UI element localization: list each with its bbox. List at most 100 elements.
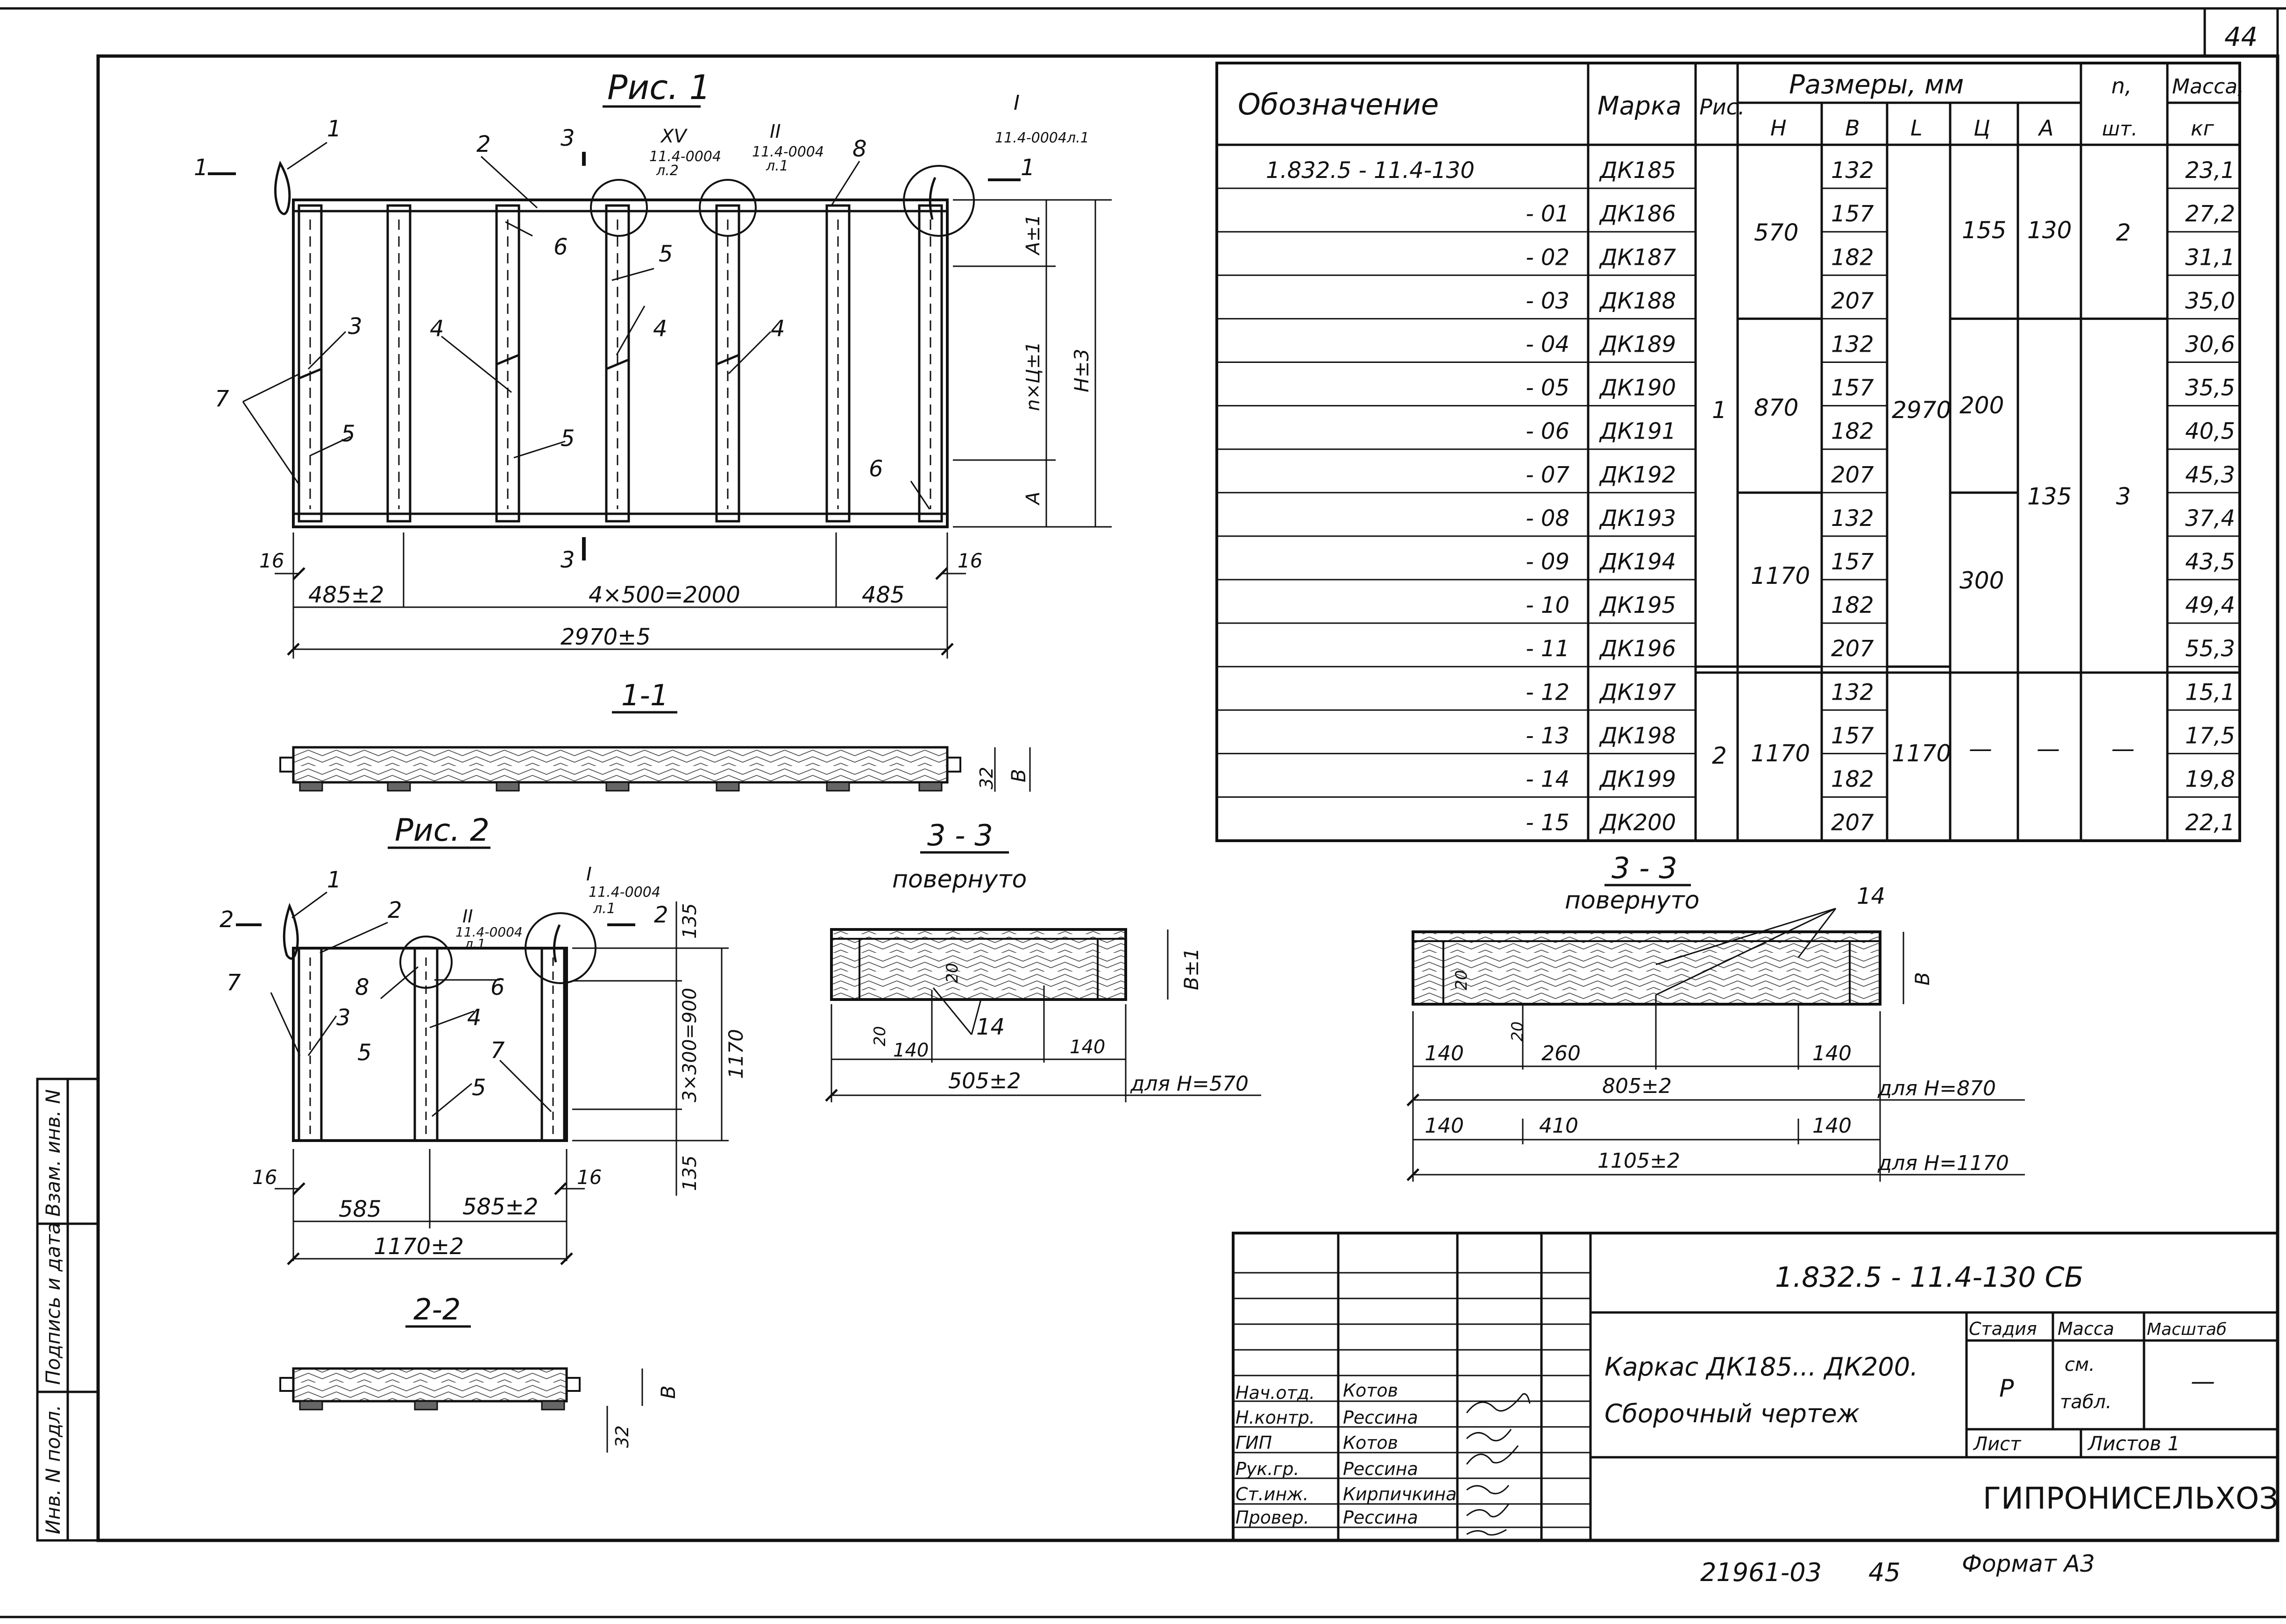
merged-h870: 870 (1754, 394, 1798, 421)
stamp-replace-inv: Взам. инв. N (42, 1089, 64, 1217)
format-label: Формат А3 (1962, 1550, 2095, 1577)
th-h: H (1770, 115, 1787, 141)
fig1-callout-xv-sheet: л.2 (656, 163, 679, 179)
row-mark: ДК188 (1599, 288, 1676, 314)
row-mark: ДК193 (1599, 505, 1676, 532)
row-b: 157 (1831, 723, 1874, 749)
bottom-page: 45 (1868, 1558, 1901, 1587)
s33b-total2: 1105±2 (1597, 1149, 1680, 1173)
section-1-1-title: 1-1 (621, 678, 668, 712)
fig2-part-3: 3 (336, 1005, 351, 1031)
row-designation: - 15 (1526, 810, 1569, 836)
th-sizes: Размеры, мм (1789, 70, 1964, 100)
fig2-part-5a: 5 (357, 1040, 372, 1066)
fig2-part-8: 8 (355, 974, 369, 1000)
row-mass: 27,2 (2185, 201, 2235, 227)
s33b-r2a: 140 (1425, 1114, 1464, 1138)
fig1-sec-right: 1 (1021, 155, 1035, 181)
row-b: 182 (1831, 766, 1874, 793)
page-number: 44 (2224, 22, 2258, 52)
th-mark: Марка (1597, 91, 1682, 121)
section-1-1-dim-thick: 32 (976, 767, 997, 789)
fig2-dim-right: 585±2 (462, 1194, 538, 1220)
fig2-dim-total: 1170±2 (374, 1234, 464, 1260)
fig1-labels: 1 1 3 3 XV 11.4-0004 л.2 II 11.4-0004 л.… (194, 91, 1093, 650)
fig2-sec-left: 2 (220, 907, 234, 933)
row-mass: 35,0 (2185, 288, 2235, 314)
merged-c155: 155 (1962, 217, 2006, 244)
row-mark: ДК198 (1599, 723, 1676, 749)
fig1-dim-left-bay: 485±2 (308, 582, 384, 608)
part-label-6a: 6 (554, 234, 568, 260)
row-designation: - 06 (1526, 418, 1569, 445)
merged-h1170a: 1170 (1751, 562, 1810, 589)
th-mass2: кг (2191, 117, 2215, 141)
part-label-1: 1 (327, 116, 341, 142)
fig2-part-6: 6 (490, 974, 505, 1000)
fig1-dim-total: 2970±5 (561, 624, 651, 650)
th-b: B (1845, 115, 1860, 141)
row-mass: 22,1 (2185, 810, 2235, 836)
fig2-part-1: 1 (327, 867, 341, 893)
th-a: А (2038, 115, 2053, 141)
row-b: 207 (1831, 288, 1874, 314)
stage-label: Стадия (1969, 1319, 2037, 1339)
fig2-title: Рис. 2 (395, 812, 490, 848)
row-mass: 55,3 (2185, 636, 2235, 662)
fig2-callout-i-sheet: л.1 (593, 901, 616, 917)
fig2-sec-right: 2 (654, 902, 668, 928)
spec-table-header: Обозначение Марка Рис. Размеры, мм H B L… (1238, 70, 2244, 141)
fig1-drawing: Рис. 1 (208, 68, 1112, 659)
part-label-3: 3 (348, 313, 362, 340)
row-designation: - 05 (1526, 375, 1569, 401)
row-mass: 37,4 (2185, 505, 2235, 532)
s33b-r1c: 140 (1812, 1042, 1852, 1065)
s33b-d20b: 20 (1508, 1021, 1527, 1042)
s33a-d140a: 140 (893, 1040, 929, 1061)
role-3: Рук.гр. (1235, 1459, 1299, 1479)
role-0: Нач.отд. (1235, 1383, 1315, 1403)
section-3-3a-subtitle: повернуто (892, 865, 1027, 894)
fig1-callout-xv-num: XV (660, 126, 688, 147)
part-label-8: 8 (852, 136, 867, 162)
role-4: Ст.инж. (1235, 1484, 1309, 1504)
scale-value: — (2191, 1368, 2215, 1396)
merged-a135: 135 (2027, 483, 2072, 510)
row-b: 132 (1831, 157, 1874, 184)
th-n2: шт. (2102, 117, 2137, 140)
row-b: 132 (1831, 332, 1874, 358)
row-mark: ДК199 (1599, 766, 1676, 793)
part-label-5c: 5 (561, 426, 575, 452)
s33b-note2: для H=1170 (1877, 1151, 2009, 1175)
fig2-drawing: Рис. 2 (236, 812, 729, 1265)
s33a-note: для H=570 (1130, 1072, 1249, 1096)
row-designation: - 14 (1526, 766, 1569, 793)
section-1-1-dim-b: B (1007, 769, 1030, 782)
row-mass: 43,5 (2185, 549, 2235, 575)
fig2-dim-edge-l: 16 (252, 1166, 277, 1189)
s33a-total: 505±2 (948, 1068, 1021, 1093)
fig2-dim-edge-r: 16 (577, 1166, 602, 1189)
row-b: 182 (1831, 592, 1874, 618)
fig1-dim-edge-r: 16 (958, 549, 982, 572)
fig1-callout-ii-num: II (770, 121, 781, 142)
part-label-4a: 4 (653, 316, 667, 342)
row-mark: ДК187 (1599, 244, 1676, 270)
row-b: 157 (1831, 201, 1874, 227)
merged-n-dash: — (2111, 735, 2135, 762)
stage-value: Р (1999, 1375, 2014, 1403)
spec-table-merged: 1 2 570 870 1170 1170 2970 1170 155 200 … (1712, 217, 2135, 769)
fig2-callout-ii-sheet: л.1 (464, 936, 486, 951)
name-3: Рессина (1343, 1459, 1418, 1479)
row-mark: ДК190 (1599, 375, 1676, 401)
row-designation: - 02 (1526, 244, 1569, 270)
merged-h1170b: 1170 (1751, 740, 1810, 767)
row-mass: 45,3 (2185, 462, 2235, 488)
merged-l2970: 2970 (1892, 397, 1951, 424)
fig2-part-2: 2 (388, 897, 402, 923)
part-label-5b: 5 (341, 421, 355, 447)
row-mass: 35,5 (2185, 375, 2235, 401)
fig1-dim-v-bot: A (1022, 492, 1044, 506)
fig2-callout-ii-ref: 11.4-0004 (455, 924, 523, 940)
fig2-callout-ii-num: II (462, 906, 473, 927)
